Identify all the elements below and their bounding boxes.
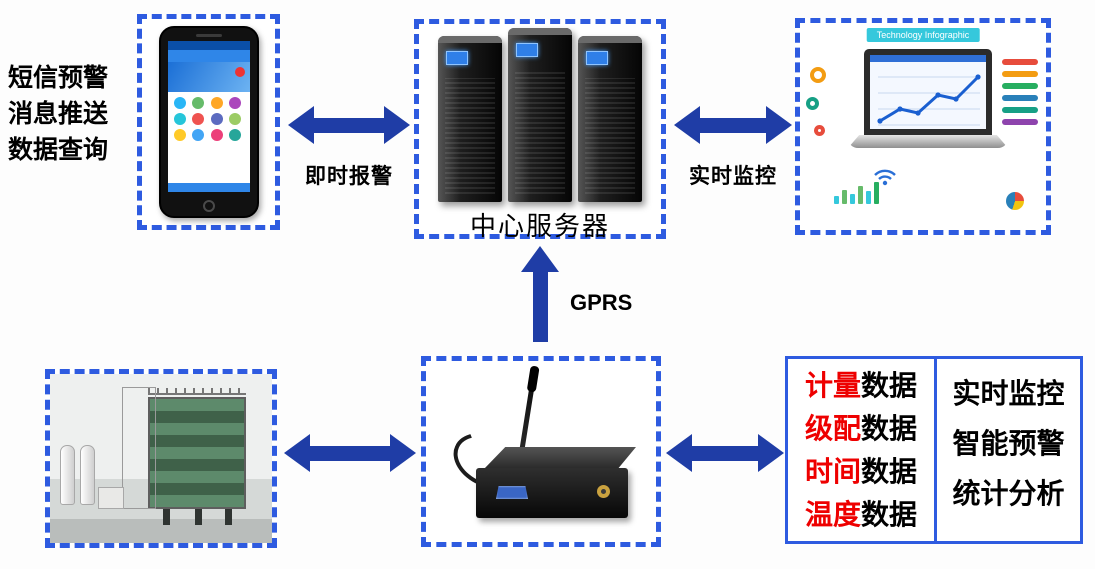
phone-panel xyxy=(137,14,280,230)
plant-silo xyxy=(80,445,95,505)
features-column: 实时监控 智能预警 统计分析 xyxy=(934,359,1080,541)
arrow-head-right xyxy=(766,106,792,144)
plant-railing xyxy=(148,388,246,395)
server-laptop-arrow xyxy=(674,106,792,144)
plant-modem-arrow xyxy=(284,434,416,472)
phone-server-arrow xyxy=(288,106,410,144)
data-panel: 计量数据 级配数据 时间数据 温度数据 实时监控 智能预警 统计分析 xyxy=(785,356,1083,544)
phone-server-arrow-label: 即时报警 xyxy=(305,165,393,188)
server-rack-image xyxy=(438,28,642,202)
gear-icon xyxy=(806,97,819,110)
modem-panel xyxy=(421,356,661,547)
arrow-head-left xyxy=(666,434,692,472)
data-type-rest: 数据 xyxy=(861,413,918,444)
data-types-column: 计量数据 级配数据 时间数据 温度数据 xyxy=(788,359,934,541)
data-type-highlight: 温度 xyxy=(804,499,861,530)
data-type-rest: 数据 xyxy=(861,499,918,530)
arrow-shaft xyxy=(310,445,390,461)
gear-icon xyxy=(814,125,825,136)
arrow-head-right xyxy=(384,106,410,144)
server-caption: 中心服务器 xyxy=(469,211,610,241)
data-type-rest: 数据 xyxy=(861,370,918,401)
note-line-1: 短信预警 xyxy=(8,64,109,92)
laptop-infographic-image: Technology Infographic xyxy=(800,23,1046,230)
server-tower xyxy=(508,28,572,202)
plant-main-tower xyxy=(148,397,246,509)
mini-bar-chart xyxy=(834,182,879,204)
phone-banner xyxy=(167,62,250,92)
phone-badge xyxy=(234,67,245,77)
modem-top-face xyxy=(484,447,636,469)
monitoring-panel: Technology Infographic xyxy=(795,18,1051,235)
data-type-row: 时间数据 xyxy=(805,451,917,492)
gprs-modem-image xyxy=(426,361,656,542)
phone-app-grid xyxy=(168,92,250,183)
pie-chart-icon xyxy=(1006,192,1024,210)
arrow-head-left xyxy=(288,106,314,144)
arrow-shaft xyxy=(532,272,548,342)
infographic-banner: Technology Infographic xyxy=(866,28,980,42)
data-type-highlight: 时间 xyxy=(804,456,861,487)
arrow-shaft xyxy=(700,117,766,133)
plant-scaffold-tower xyxy=(122,387,156,509)
arrow-head-right xyxy=(390,434,416,472)
plant-panel xyxy=(45,369,277,548)
feature-item: 实时监控 xyxy=(952,378,1065,409)
plant-ground xyxy=(50,519,272,543)
server-screen xyxy=(516,43,538,57)
feature-item: 智能预警 xyxy=(952,428,1065,459)
gprs-arrow-label: GPRS xyxy=(570,290,633,315)
data-type-row: 计量数据 xyxy=(805,365,917,406)
phone-statusbar xyxy=(167,41,250,50)
plant-silo xyxy=(60,445,75,505)
arrow-head-left xyxy=(674,106,700,144)
gear-icon xyxy=(810,67,826,83)
smartphone-image xyxy=(158,26,259,218)
laptop-screen xyxy=(864,49,992,135)
serial-port xyxy=(496,486,528,499)
phone-app-header xyxy=(167,50,250,62)
feature-item: 统计分析 xyxy=(952,478,1065,509)
data-type-highlight: 计量 xyxy=(804,370,861,401)
modem-antenna xyxy=(518,371,537,460)
arrow-head-left xyxy=(284,434,310,472)
phone-screen xyxy=(167,41,250,192)
plant-leg xyxy=(225,507,232,525)
antenna-connector xyxy=(597,485,610,498)
note-line-3: 数据查询 xyxy=(8,136,109,164)
modem-front-face xyxy=(476,468,628,518)
modem-data-arrow xyxy=(666,434,784,472)
server-screen xyxy=(586,51,608,65)
data-type-row: 温度数据 xyxy=(805,494,917,535)
trend-chart-image xyxy=(877,74,981,126)
laptop-image xyxy=(848,49,1008,154)
note-line-2: 消息推送 xyxy=(8,100,109,128)
arrow-head-right xyxy=(758,434,784,472)
gprs-uplink-arrow xyxy=(521,246,559,342)
arrow-shaft xyxy=(692,445,758,461)
phone-functions-note: 短信预警 消息推送 数据查询 xyxy=(8,60,108,168)
phone-navbar xyxy=(167,183,250,192)
arrow-head-up xyxy=(521,246,559,272)
data-type-row: 级配数据 xyxy=(805,408,917,449)
arrow-shaft xyxy=(314,117,384,133)
infographic-bars xyxy=(1002,59,1038,125)
laptop-window-bar xyxy=(870,55,986,62)
laptop-base xyxy=(848,135,1008,148)
plant-leg xyxy=(163,507,170,525)
phone-speaker xyxy=(195,34,222,37)
data-type-highlight: 级配 xyxy=(804,413,861,444)
server-tower xyxy=(578,36,642,202)
server-screen xyxy=(446,51,468,65)
server-panel: 中心服务器 xyxy=(414,19,666,241)
wifi-icon xyxy=(874,169,896,186)
mixing-plant-photo xyxy=(50,374,272,543)
phone-home-button xyxy=(202,200,215,212)
plant-shed xyxy=(98,487,124,509)
data-type-rest: 数据 xyxy=(861,456,918,487)
plant-leg xyxy=(195,507,202,525)
server-tower xyxy=(438,36,502,202)
server-laptop-arrow-label: 实时监控 xyxy=(689,165,777,188)
